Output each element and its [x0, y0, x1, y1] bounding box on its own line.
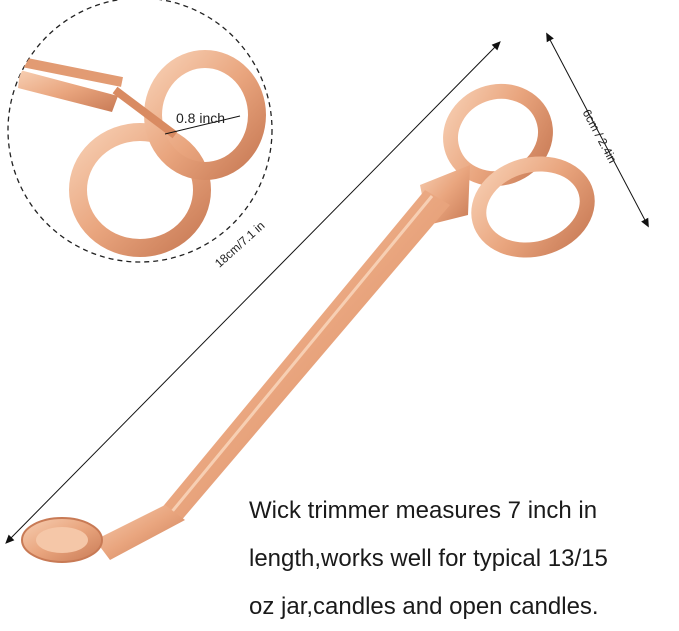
- caption-line-1: Wick trimmer measures 7 inch in: [249, 497, 598, 524]
- caption-text: Wick trimmer measures 7 inch in length,w…: [249, 487, 675, 631]
- ring-measure-line: [164, 115, 241, 135]
- ring-size-label: 0.8 inch: [176, 110, 226, 126]
- zoom-detail-circle: [7, 0, 273, 263]
- width-arrow: [546, 32, 649, 228]
- caption-line-2: length,works well for typical 13/15: [249, 545, 608, 572]
- caption-line-3: oz jar,candles and open candles.: [249, 593, 599, 620]
- length-arrow: [5, 41, 501, 544]
